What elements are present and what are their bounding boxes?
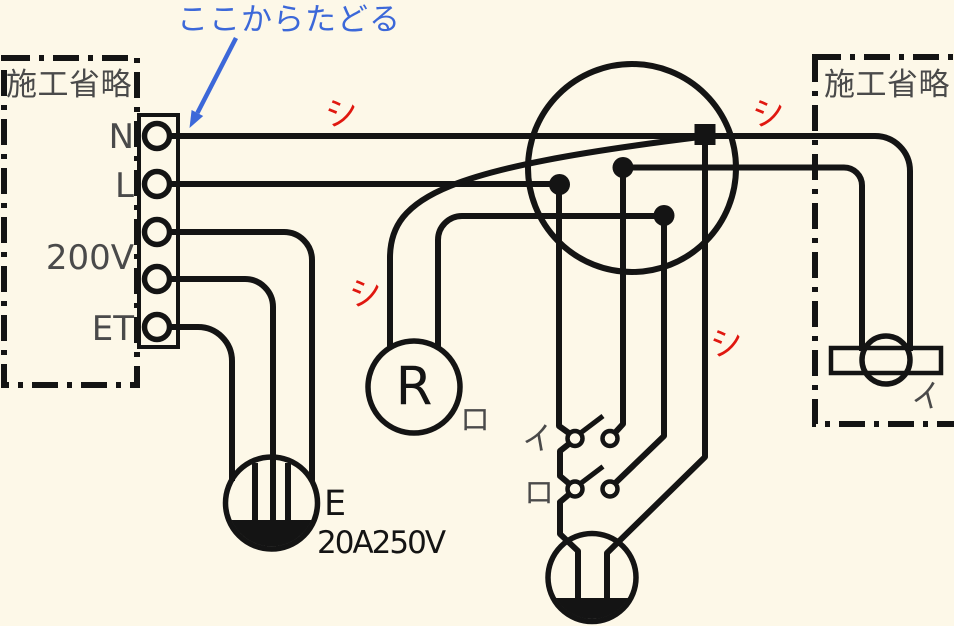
outlet-200v-fill [231,520,312,547]
live-to-switch-i [556,184,572,436]
right-omitted-box [812,54,954,427]
switch-ro-return-wire [612,216,667,486]
live-to-outlet [557,491,581,599]
fixture-i-circle [859,333,913,387]
relay-circuit-mark: ロ [460,403,490,438]
fixture-i-label: イ [907,377,946,420]
connection-dot-switch-i [612,157,634,178]
switch-ro-label: ロ [524,476,554,511]
neutral-to-outlet [604,145,708,599]
switch-ro-pole-right [600,479,620,499]
terminal-200v-a [141,216,173,248]
connection-dot-live [549,174,570,195]
switch-i-pole-left [565,428,585,449]
switch-i-return-wire [612,167,626,436]
connection-dot-switch-ro [653,205,675,226]
trace-hint-text: ここからたどる [177,2,401,38]
switch-i-lever [578,414,605,435]
terminal-l [141,168,173,200]
terminal-n-label: N [109,117,134,157]
switch-ro-lever [578,464,605,486]
switch-i-label: イ [520,420,557,461]
terminal-l-label: L [115,166,134,206]
fixture-i-body [828,345,944,376]
200v-wire-a [170,229,315,481]
terminal-n [141,120,173,152]
relay-neutral-curve [387,134,701,349]
left-panel-title: 施工省略 [6,67,132,103]
200v-wire-b [170,276,276,521]
outlet-200v-earth-label: E [324,484,346,524]
white-wire-mark-2: シ [749,90,788,134]
terminal-et [141,311,173,343]
earth-wire [170,324,235,481]
jumper-switch-i-to-ro [557,441,572,487]
outlet-200v-circle [222,454,321,552]
white-wire-mark-1: シ [322,90,361,134]
outlet-fill [555,598,629,620]
trace-arrow-line [195,36,239,115]
switch-ro-pole-left [565,479,585,499]
white-wire-mark-4: シ [707,320,746,364]
terminal-200v-label: 200V [46,238,134,278]
relay-switched-wire [435,213,664,349]
junction-box-circle [525,61,739,275]
outlet-circle [545,530,639,625]
neutral-wire [170,133,913,351]
outlet-200v-rating: 20A250V [317,525,446,561]
terminal-200v-b [141,263,173,295]
trace-arrow-head [189,110,204,128]
connection-square-neutral [694,124,716,145]
relay-circle [365,338,463,436]
terminal-et-label: ET [92,309,134,349]
right-panel-title: 施工省略 [824,67,950,103]
white-wire-mark-3: シ [346,270,385,314]
lamp-i-switched-wire [623,164,865,351]
relay-label: R [396,356,433,417]
switch-i-pole-right [600,428,620,449]
